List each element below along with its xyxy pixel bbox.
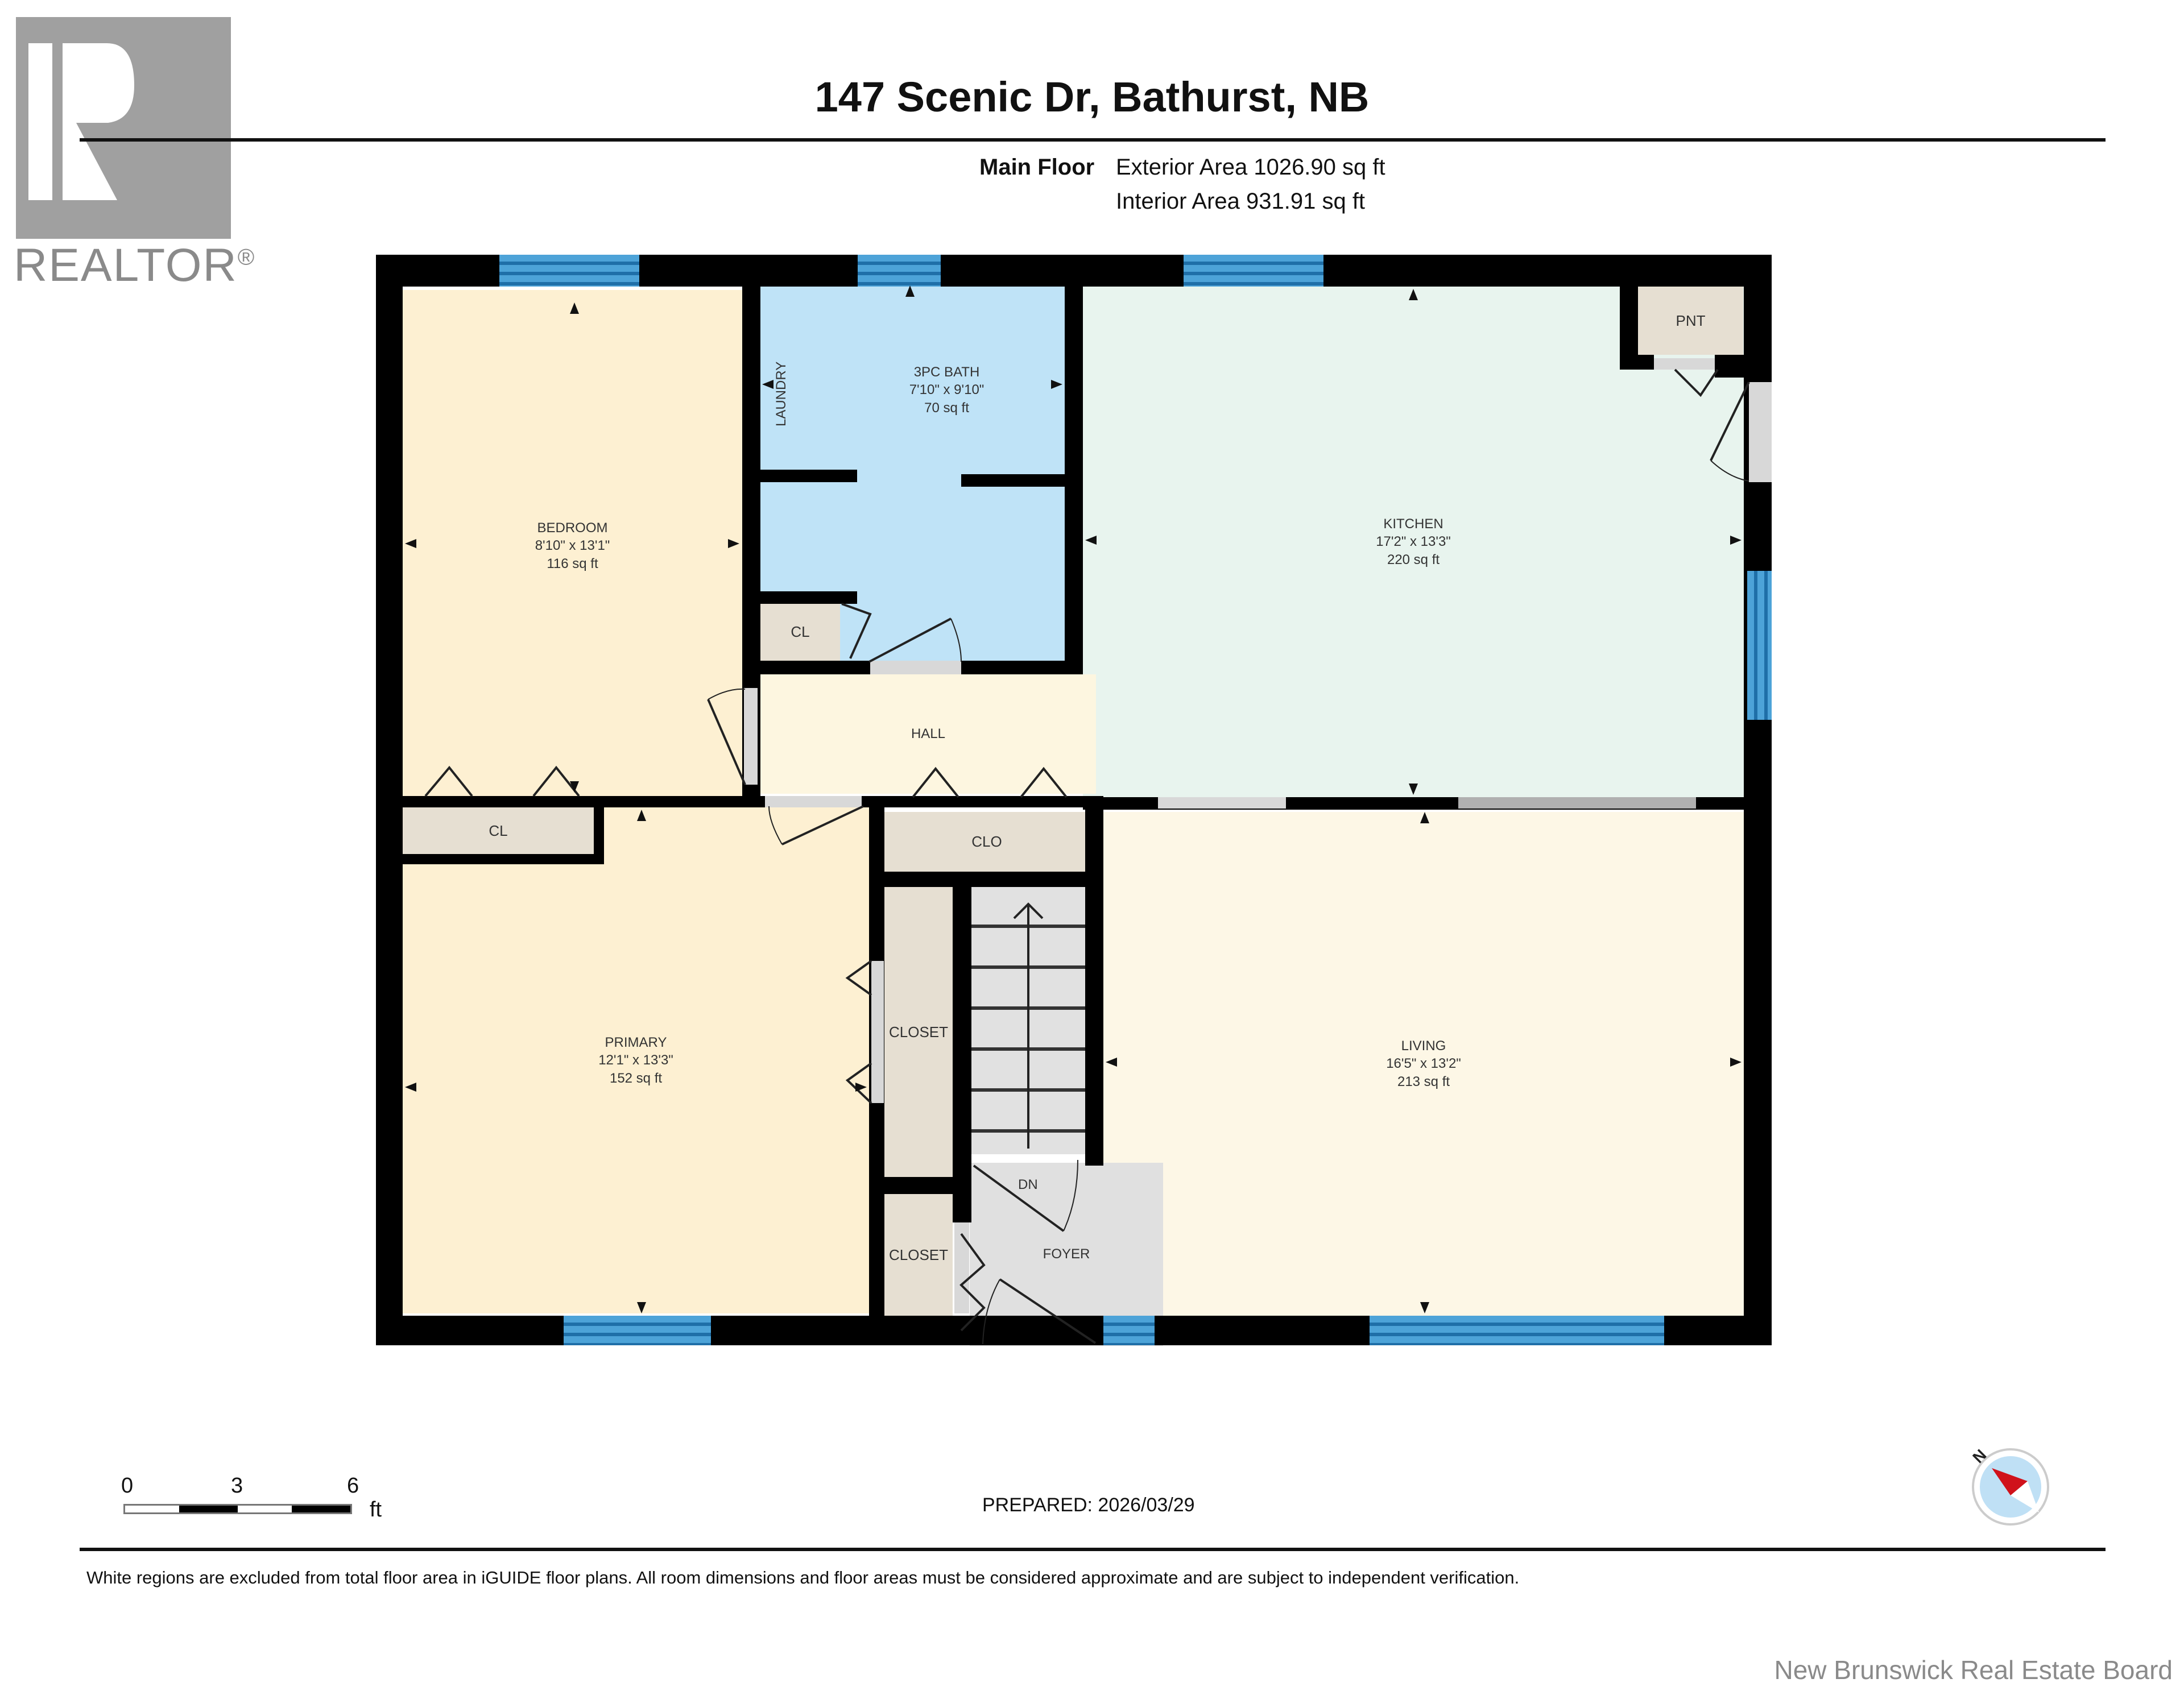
room-dims: 7'10" x 9'10" bbox=[909, 382, 985, 398]
window-bedroom bbox=[499, 255, 639, 287]
wall-bedroom-closet-side bbox=[594, 807, 604, 864]
wall-bath-kitchen bbox=[1065, 282, 1083, 674]
room-living[interactable]: LIVING 16'5" x 13'2" 213 sq ft bbox=[1103, 812, 1744, 1316]
compass-icon: N bbox=[1969, 1446, 2049, 1526]
room-area: 116 sq ft bbox=[547, 556, 598, 571]
room-closet-upper[interactable]: CLOSET bbox=[884, 887, 953, 1177]
doorway-bath[interactable] bbox=[870, 661, 961, 674]
wall-hall-closet-bottom bbox=[884, 872, 1085, 887]
doorway-primary[interactable] bbox=[765, 796, 862, 807]
scale-tick-3: 3 bbox=[231, 1474, 243, 1498]
exterior-area: Exterior Area 1026.90 sq ft bbox=[1116, 155, 1385, 180]
room-pantry[interactable]: PNT bbox=[1638, 287, 1743, 355]
wall-bath-partition-right bbox=[961, 474, 1065, 487]
room-dims: 17'2" x 13'3" bbox=[1376, 534, 1451, 550]
wall-stairs-living bbox=[1085, 802, 1103, 1166]
scale-unit: ft bbox=[370, 1498, 382, 1522]
scale-tick-0: 0 bbox=[121, 1474, 134, 1498]
closet-door-upper[interactable] bbox=[871, 961, 884, 1103]
scale-tick-6: 6 bbox=[347, 1474, 359, 1498]
doorway-bedroom[interactable] bbox=[744, 688, 758, 785]
disclaimer-text: White regions are excluded from total fl… bbox=[86, 1568, 1520, 1587]
floor-name: Main Floor bbox=[979, 155, 1095, 180]
wall-closets-divider bbox=[884, 1177, 953, 1194]
window-living bbox=[1370, 1316, 1664, 1345]
wall-bath-partition-left bbox=[760, 470, 857, 482]
wall-mid-left bbox=[376, 796, 1103, 807]
header-rule bbox=[80, 138, 2106, 142]
room-name: LIVING bbox=[1401, 1038, 1446, 1054]
realtor-r-icon bbox=[28, 43, 134, 200]
room-dims: 8'10" x 13'1" bbox=[535, 538, 610, 554]
room-name: BEDROOM bbox=[537, 520, 608, 536]
doorway-pantry[interactable] bbox=[1654, 358, 1715, 370]
room-hall-closet[interactable]: CLO bbox=[884, 812, 1089, 872]
window-kitchen-right bbox=[1747, 571, 1772, 720]
window-primary bbox=[564, 1316, 711, 1345]
room-area: 152 sq ft bbox=[609, 1070, 663, 1086]
closet-door-lower[interactable] bbox=[954, 1222, 969, 1313]
room-primary[interactable]: PRIMARY 12'1" x 13'3" 152 sq ft bbox=[403, 807, 869, 1313]
exterior-door-kitchen[interactable] bbox=[1749, 382, 1772, 482]
realtor-wordmark: REALTOR® bbox=[14, 239, 256, 291]
room-dims: 12'1" x 13'3" bbox=[598, 1052, 673, 1068]
scale-bar bbox=[123, 1504, 352, 1514]
room-name: HALL bbox=[911, 726, 946, 742]
room-name: FOYER bbox=[1043, 1246, 1090, 1262]
wall-bedroom-closet-bottom bbox=[403, 854, 603, 864]
wall-bath-closet-top bbox=[760, 591, 857, 604]
stairs-dn-label: DN bbox=[1018, 1177, 1038, 1192]
room-bedroom[interactable]: BEDROOM 8'10" x 13'1" 116 sq ft bbox=[403, 290, 742, 802]
footer-rule bbox=[80, 1548, 2106, 1551]
prepared-date: PREPARED: 2026/03/29 bbox=[982, 1494, 1195, 1516]
room-closet-lower[interactable]: CLOSET bbox=[884, 1194, 953, 1316]
stair-up-arrow-icon bbox=[1013, 902, 1044, 1149]
room-area: 220 sq ft bbox=[1387, 552, 1440, 567]
room-area: 213 sq ft bbox=[1397, 1073, 1450, 1089]
room-area: 70 sq ft bbox=[924, 400, 969, 416]
wall-pantry-bottom-right bbox=[1715, 355, 1744, 378]
interior-area: Interior Area 931.91 sq ft bbox=[1116, 189, 1366, 214]
room-name: 3PC BATH bbox=[913, 364, 980, 380]
room-kitchen[interactable]: KITCHEN 17'2" x 13'3" 220 sq ft bbox=[1083, 287, 1744, 797]
doorway-kitchen-living-right[interactable] bbox=[1458, 797, 1696, 809]
wall-closet-stairs bbox=[953, 876, 971, 1222]
doorway-kitchen-living-left[interactable] bbox=[1158, 797, 1286, 809]
window-foyer bbox=[1103, 1316, 1155, 1345]
property-title: 147 Scenic Dr, Bathurst, NB bbox=[814, 73, 1370, 121]
room-name: PRIMARY bbox=[605, 1035, 667, 1051]
window-bath bbox=[858, 255, 941, 287]
room-name: KITCHEN bbox=[1383, 516, 1443, 532]
board-name: New Brunswick Real Estate Board bbox=[1774, 1655, 2173, 1685]
room-dims: 16'5" x 13'2" bbox=[1386, 1056, 1461, 1072]
wall-pantry-bottom bbox=[1620, 355, 1654, 370]
room-bath-closet[interactable]: CL bbox=[760, 603, 840, 661]
room-bedroom-closet[interactable]: CL bbox=[403, 807, 594, 854]
realtor-logo bbox=[16, 17, 231, 239]
window-kitchen-top bbox=[1184, 255, 1323, 287]
